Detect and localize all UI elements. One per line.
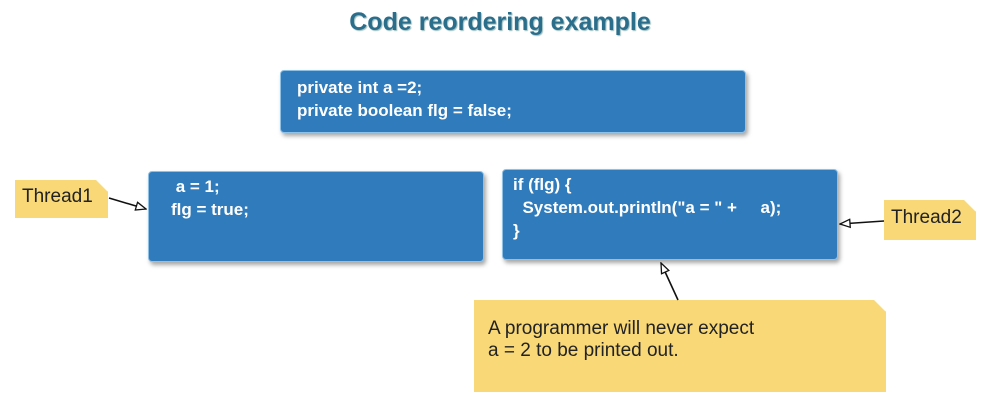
thread2-label: Thread2 <box>891 207 962 228</box>
code-line: private boolean flg = false; <box>297 101 512 120</box>
code-line: } <box>513 221 520 240</box>
slide-title: Code reordering example <box>349 8 651 36</box>
thread1-code-box: a = 1; flg = true; <box>148 171 484 262</box>
note-line: A programmer will never expect <box>488 318 755 339</box>
code-line: flg = true; <box>171 200 249 219</box>
thread1-arrow <box>108 197 146 209</box>
note-arrow <box>661 263 679 301</box>
code-line: System.out.println("a = " + a); <box>513 198 782 217</box>
thread2-label-note: Thread2 <box>884 200 976 240</box>
thread1-label: Thread1 <box>22 186 93 207</box>
thread2-arrow <box>840 221 885 224</box>
code-line: a = 1; <box>171 177 220 196</box>
thread1-label-note: Thread1 <box>15 180 108 218</box>
thread2-code-box: if (flg) { System.out.println("a = " + a… <box>502 169 838 260</box>
shared-variables-box: private int a =2; private boolean flg = … <box>280 70 746 133</box>
note-line: a = 2 to be printed out. <box>488 340 679 361</box>
explanation-note: A programmer will never expect a = 2 to … <box>474 300 886 392</box>
code-line: if (flg) { <box>513 175 572 194</box>
code-line: private int a =2; <box>297 78 423 97</box>
